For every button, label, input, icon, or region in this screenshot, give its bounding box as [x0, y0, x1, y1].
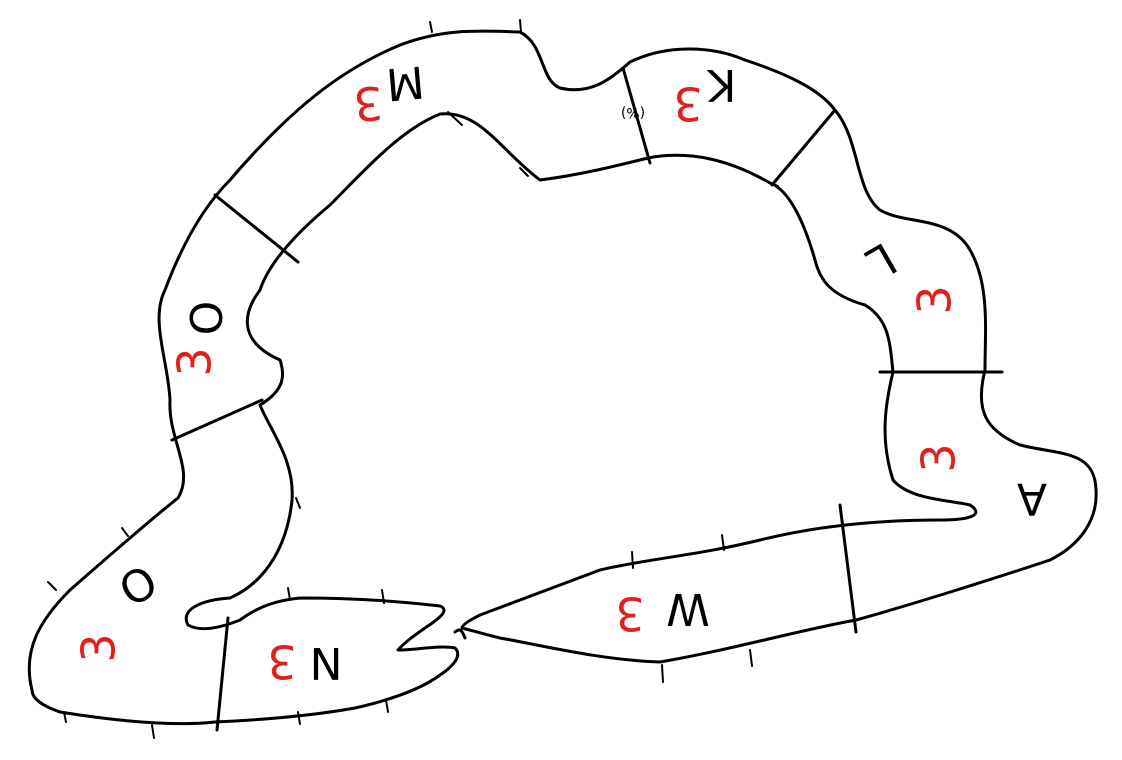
region-l-letter: L — [857, 232, 904, 289]
divider-k-l — [770, 108, 837, 187]
edge-tick — [121, 527, 129, 537]
divider-o-o — [170, 398, 264, 442]
divider-a-w — [838, 503, 858, 634]
region-k-annotation: (%) — [621, 104, 645, 120]
edge-tick — [297, 711, 301, 725]
region-a-letter: A — [1017, 473, 1047, 524]
region-o-bottom-number: 3 — [72, 633, 126, 662]
edge-tick — [287, 587, 291, 601]
region-o-bottom: O 3 — [72, 553, 165, 662]
edge-tick — [721, 534, 725, 551]
divider-o-m — [213, 193, 300, 264]
notch-edge — [453, 628, 467, 640]
region-o-bottom-letter: O — [110, 553, 165, 614]
edge-tick — [631, 551, 634, 569]
divider-m-k — [621, 66, 652, 165]
region-m-top-number: 3 — [351, 75, 385, 131]
region-m-top: M 3 — [351, 55, 426, 131]
region-a: 3 A — [912, 443, 1048, 524]
edge-tick — [519, 19, 522, 33]
region-w-letter: W — [666, 583, 710, 634]
region-n: 3 N — [267, 635, 342, 689]
band-outer-edge — [27, 29, 1098, 692]
region-n-letter: N — [310, 637, 343, 688]
edge-tick — [381, 589, 385, 604]
region-w: 3 W — [615, 583, 709, 641]
edge-tick — [749, 649, 753, 667]
region-k-letter: K — [706, 59, 736, 110]
region-m-top-letter: M — [384, 55, 426, 109]
region-o-left-letter: O — [182, 301, 233, 336]
edge-tick — [151, 724, 155, 739]
region-o-left-number: 3 — [168, 347, 222, 376]
region-o-left: O 3 — [168, 301, 234, 377]
lower-left-inner-edge — [30, 403, 460, 726]
region-n-number: 3 — [267, 635, 296, 689]
edge-tick — [385, 699, 389, 713]
region-a-number: 3 — [912, 443, 966, 472]
edge-tick — [429, 21, 433, 33]
divider-o-n — [215, 616, 230, 732]
edge-tick — [519, 167, 529, 177]
edge-tick — [447, 111, 463, 126]
edge-tick — [63, 711, 67, 723]
edge-tick — [763, 179, 779, 187]
edge-tick — [661, 664, 664, 683]
region-k: K 3 (%) — [621, 59, 737, 131]
region-l-number: 3 — [908, 285, 962, 314]
region-l: L 3 — [857, 232, 961, 315]
region-k-number: 3 — [673, 77, 702, 131]
region-w-number: 3 — [615, 587, 644, 641]
edge-tick — [295, 497, 301, 509]
band-inner-edge — [245, 112, 978, 630]
edge-tick — [47, 581, 57, 591]
